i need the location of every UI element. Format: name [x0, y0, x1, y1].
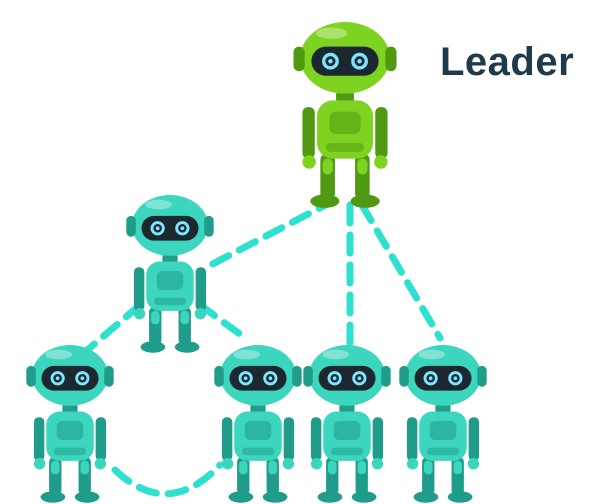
link-mid-to-follower-1: [81, 301, 144, 356]
link-leader-to-mid-follower: [201, 196, 339, 272]
follower-robot-4: [399, 345, 487, 503]
follower-robot-2: [214, 345, 302, 503]
follower-robot-1: [26, 345, 114, 503]
leader-robot: [293, 22, 397, 208]
connection-links: [81, 196, 444, 498]
follower-robot-mid: [126, 195, 214, 353]
link-follower-1-to-follower-2: [111, 461, 224, 498]
link-mid-to-follower-2: [196, 301, 252, 344]
follower-robot-3: [303, 345, 391, 503]
leader-label: Leader: [440, 40, 575, 84]
robots: [26, 22, 487, 503]
link-leader-to-follower-4: [358, 201, 444, 342]
